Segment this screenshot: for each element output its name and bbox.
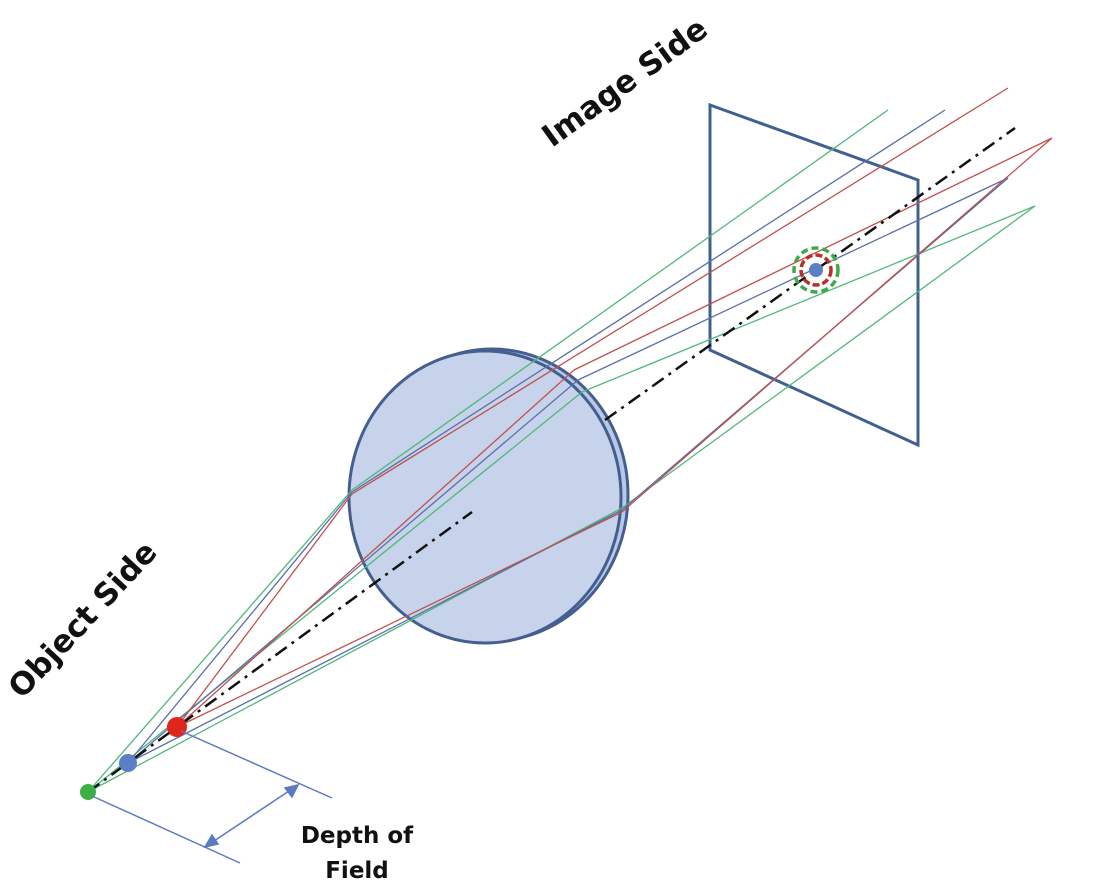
depth-of-field-label-line1: Depth of [301,823,414,849]
optical-axis [87,126,1016,794]
object-point-blue [119,754,137,772]
focus-point-blue [809,263,823,277]
depth-of-field-arrow [203,783,300,849]
depth-of-field-label-line2: Field [325,858,389,884]
object-point-green [80,784,96,800]
image-plane [708,102,920,448]
object-point-red [167,717,187,737]
circle-of-confusion-green [792,246,840,294]
image-side-label: Image Side [536,11,715,155]
rays-green [87,109,1036,793]
depth-of-field-extension-lines [91,730,333,864]
lens [347,349,623,645]
rays-red [176,87,1053,728]
object-side-label: Object Side [2,534,165,705]
circle-of-confusion-red [799,253,833,287]
